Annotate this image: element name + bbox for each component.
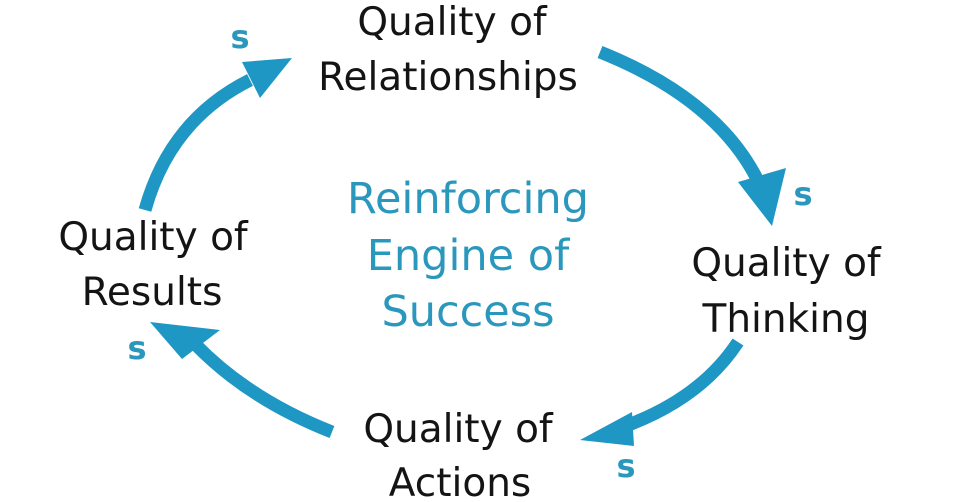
arrow-head [242, 58, 292, 98]
node-quality-of-actions: Quality of Actions [363, 407, 554, 502]
arrow-head [150, 322, 220, 359]
arrow-head [580, 412, 634, 446]
arrow-thinking-to-actions [580, 338, 744, 446]
polarity-label-relationships-thinking: s [793, 175, 812, 213]
node-line-2: Thinking [702, 297, 870, 342]
arrow-actions-to-results [150, 322, 335, 439]
arrow-relationships-to-thinking [597, 45, 786, 226]
polarity-label-results-relationships: s [230, 18, 249, 56]
node-line-2: Actions [389, 461, 531, 502]
node-line-1: Quality of [691, 241, 882, 286]
arrow-shaft [138, 74, 253, 212]
arrow-shaft [597, 45, 766, 188]
node-quality-of-relationships: Quality of Relationships [318, 0, 578, 100]
node-line-1: Quality of [58, 215, 249, 260]
arrow-results-to-relationships [138, 58, 292, 212]
arrow-shaft [617, 338, 744, 435]
center-line-1: Reinforcing [347, 174, 589, 224]
center-label: Reinforcing Engine of Success [347, 174, 589, 337]
arrow-head [738, 168, 786, 226]
node-line-1: Quality of [357, 0, 548, 45]
center-line-3: Success [381, 287, 554, 337]
node-line-1: Quality of [363, 407, 554, 452]
center-line-2: Engine of [367, 231, 570, 281]
node-line-2: Results [82, 270, 223, 315]
polarity-label-actions-results: s [127, 329, 146, 367]
node-quality-of-results: Quality of Results [58, 215, 249, 315]
arrow-shaft [191, 340, 335, 439]
node-quality-of-thinking: Quality of Thinking [691, 241, 882, 342]
node-line-2: Relationships [318, 55, 578, 100]
polarity-label-thinking-actions: s [616, 447, 635, 485]
